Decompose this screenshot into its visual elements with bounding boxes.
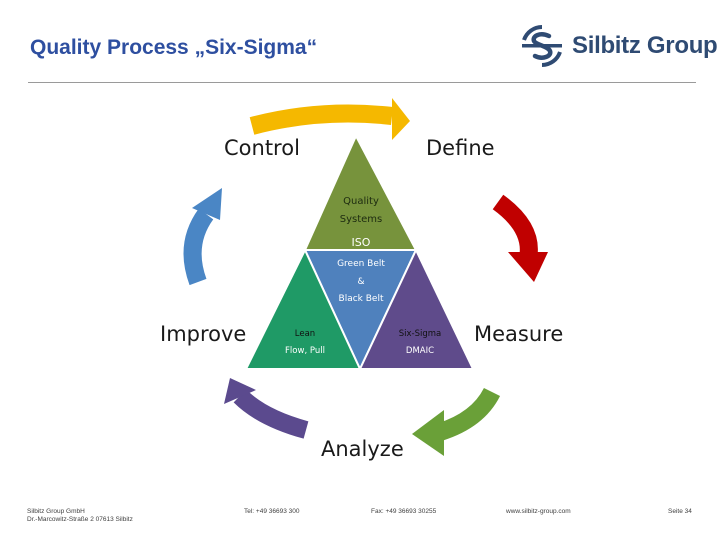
footer-company: Silbitz Group GmbH [27, 508, 85, 515]
pyramid-center-line3: Black Belt [339, 294, 384, 304]
page-title: Quality Process „Six-Sigma“ [30, 36, 318, 59]
arrow-analyze-icon [412, 387, 501, 456]
arrow-control-icon [183, 188, 222, 286]
stage-improve: Improve [160, 322, 246, 346]
footer-page-number: Seite 34 [668, 508, 692, 515]
header-divider [28, 82, 696, 83]
pyramid-top-line3: ISO [352, 236, 371, 249]
pyramid-left-section [244, 247, 362, 370]
pyramid-left-line2: Flow, Pull [285, 346, 325, 356]
pyramid-left-line1: Lean [295, 329, 315, 339]
pyramid-top-section [303, 133, 418, 251]
footer-address: Dr.-Marcowitz-Straße 2 07613 Silbitz [27, 516, 133, 523]
pyramid-right-section [358, 247, 475, 370]
footer-fax: Fax: +49 36693 30255 [371, 508, 437, 515]
arrow-measure-icon [492, 194, 548, 282]
stage-define: Define [426, 136, 495, 160]
silbitz-logo: Silbitz Group [520, 24, 718, 68]
stage-control: Control [224, 136, 300, 160]
pyramid-right-line2: DMAIC [406, 346, 434, 356]
pyramid-center-line2: & [357, 277, 364, 287]
arrow-define-icon [249, 98, 410, 140]
pyramid-center-line1: Green Belt [337, 259, 385, 269]
stage-analyze: Analyze [321, 437, 404, 461]
arrow-improve-icon [224, 378, 309, 439]
silbitz-logo-icon [522, 25, 562, 67]
pyramid-right-line1: Six-Sigma [399, 329, 442, 339]
logo-text: Silbitz Group [572, 32, 718, 59]
pyramid-top-line1: Quality [343, 196, 379, 207]
footer-web[interactable]: www.silbitz-group.com [506, 508, 571, 515]
pyramid-top-line2: Systems [340, 214, 383, 225]
stage-measure: Measure [474, 322, 563, 346]
footer-tel: Tel: +49 36693 300 [244, 508, 300, 515]
